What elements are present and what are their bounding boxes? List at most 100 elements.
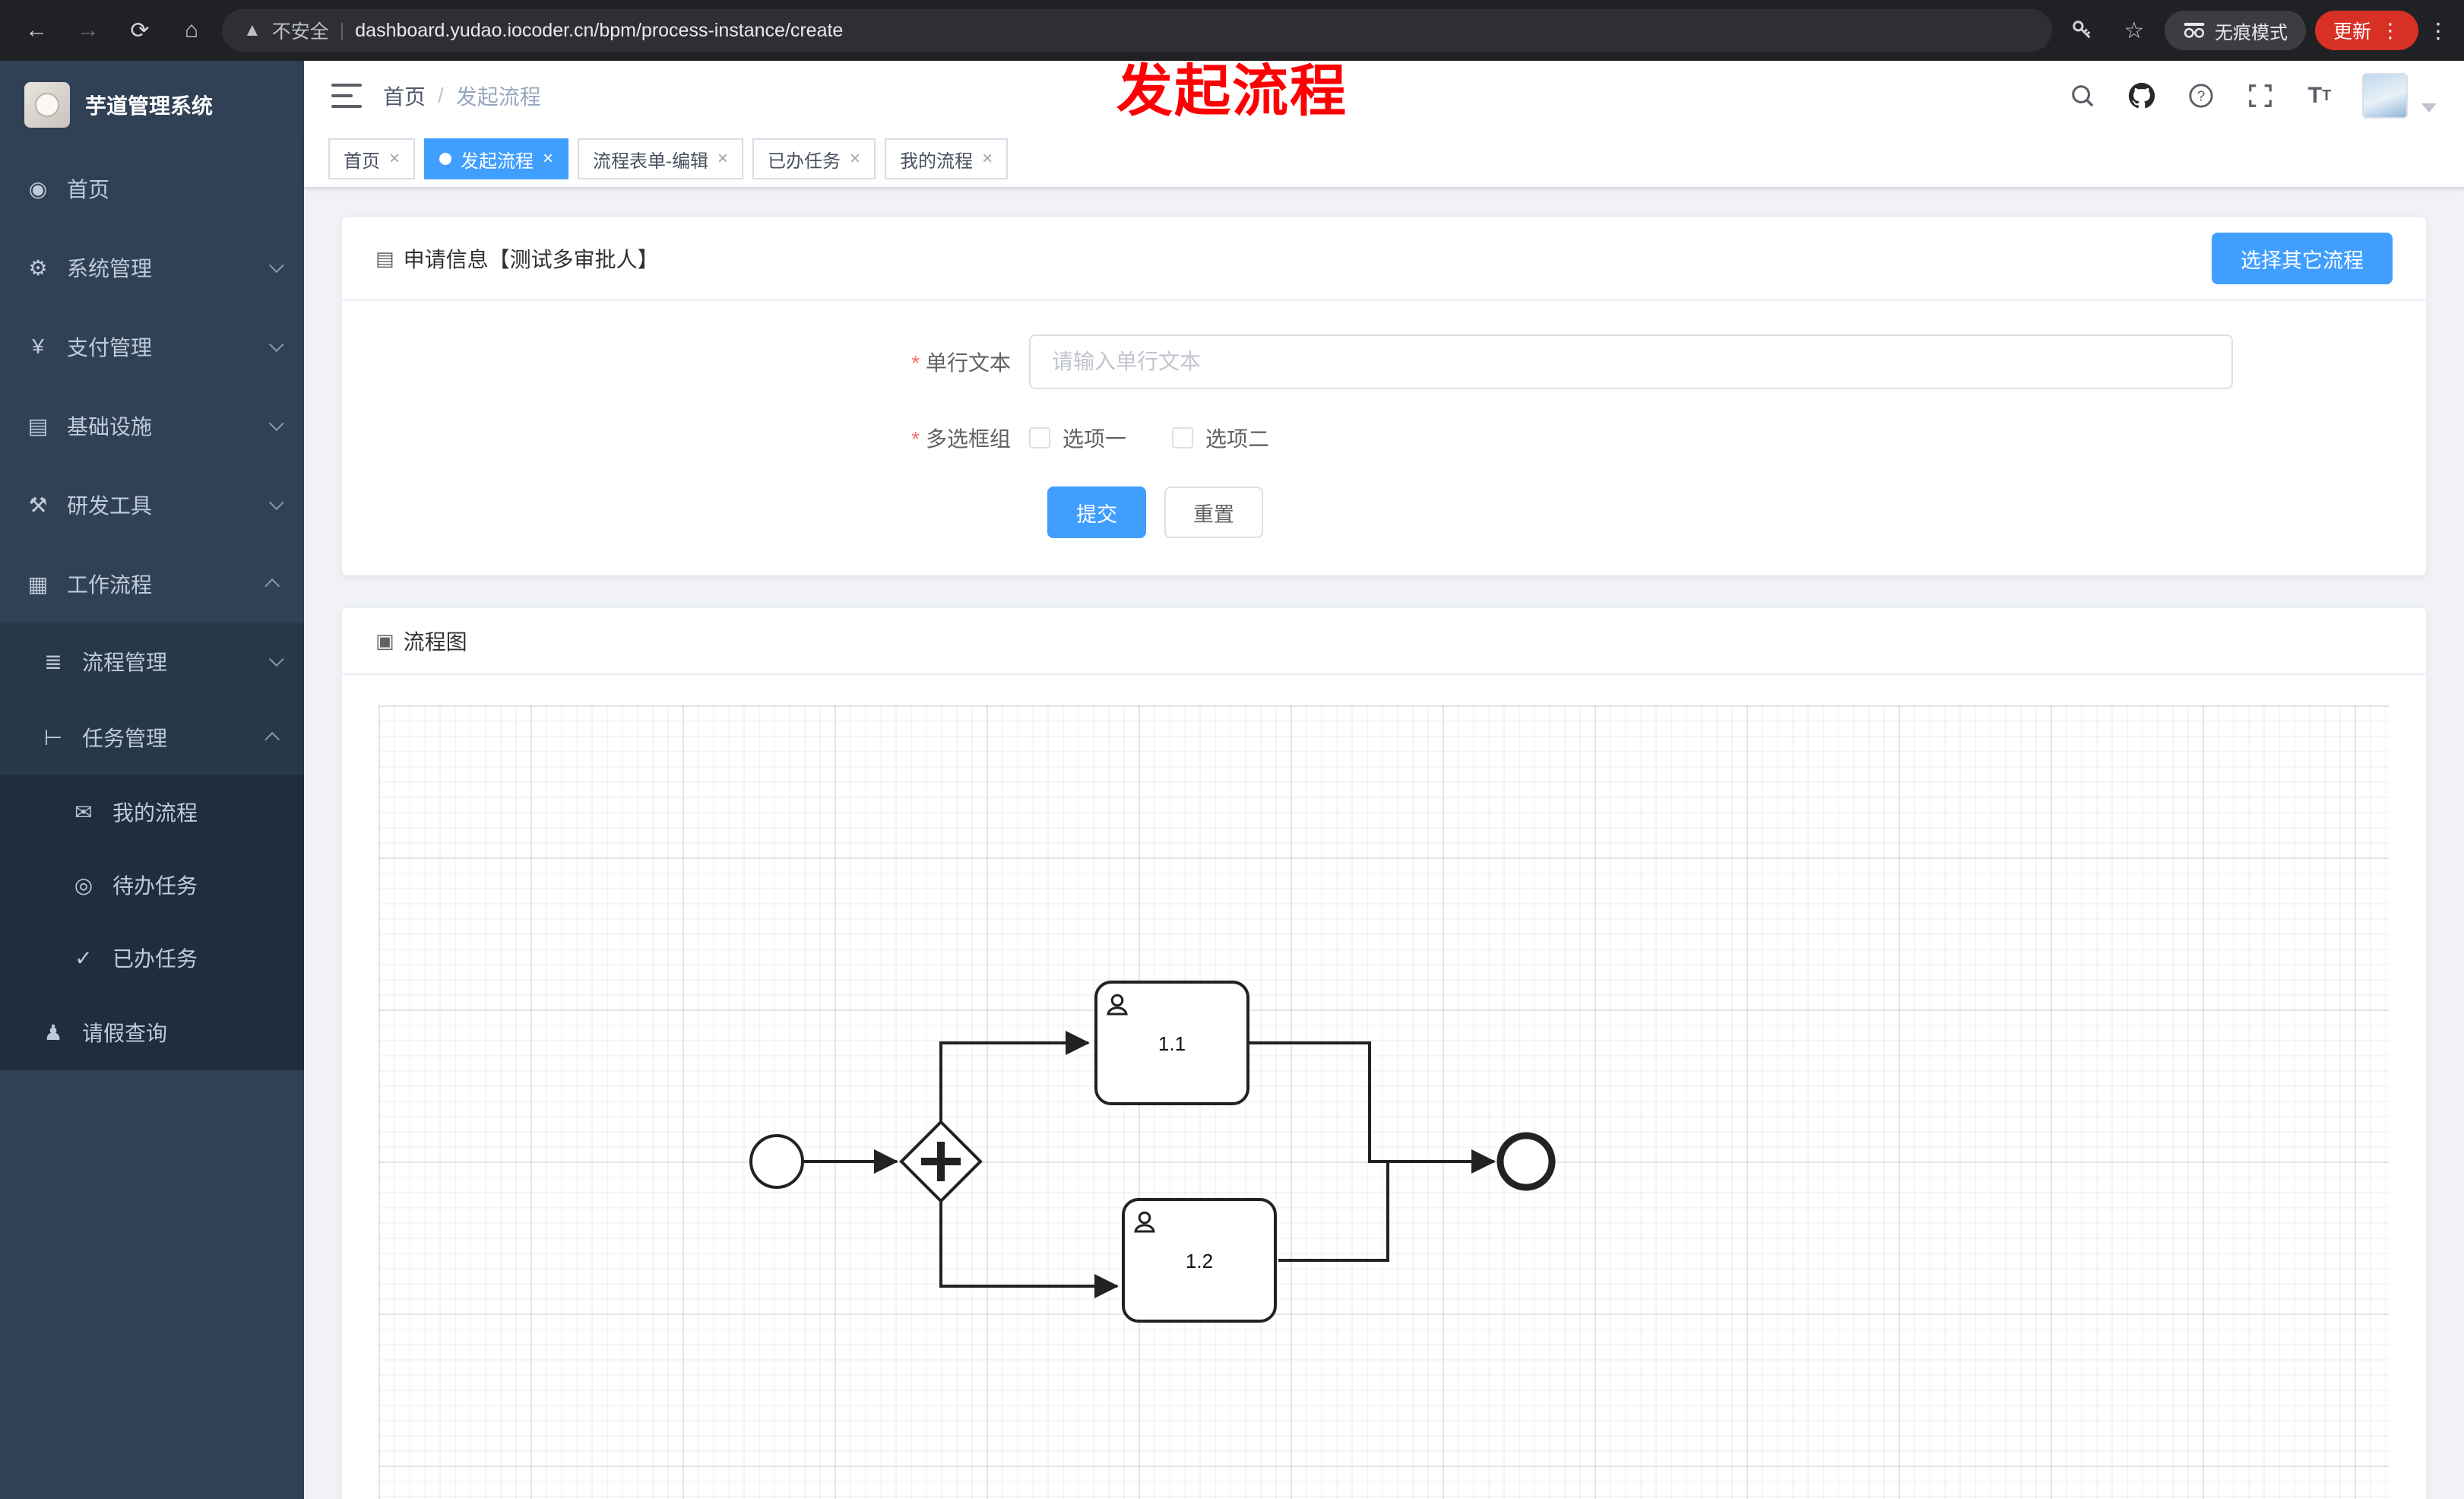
checkbox-option-2[interactable]: 选项二 — [1172, 423, 1269, 453]
select-other-process-button[interactable]: 选择其它流程 — [2212, 233, 2393, 284]
process-diagram-card: ▣ 流程图 — [340, 607, 2428, 1499]
card-title: ▤ 申请信息【测试多审批人】 — [375, 243, 659, 274]
sidebar-item-label: 基础设施 — [67, 415, 153, 439]
chrome-update-button[interactable]: 更新 ⋮ — [2314, 11, 2418, 50]
sidebar-item-leave-query[interactable]: ♟ 请假查询 — [0, 994, 304, 1070]
sidebar-item-label: 任务管理 — [82, 727, 168, 750]
checkbox-option-1[interactable]: 选项一 — [1029, 423, 1126, 453]
avatar-caret-icon[interactable] — [2421, 103, 2437, 113]
chevron-up-icon — [264, 578, 280, 594]
diagram-icon: ▣ — [375, 629, 394, 652]
reload-icon[interactable]: ⟳ — [130, 17, 150, 43]
diagram-title: 流程图 — [403, 630, 467, 654]
flow-gateway-to-task1 — [939, 1031, 1090, 1122]
reset-button[interactable]: 重置 — [1164, 486, 1263, 538]
required-asterisk: * — [911, 427, 920, 451]
sidebar-item-label: 待办任务 — [112, 874, 198, 898]
sidebar: 芋道管理系统 ◉ 首页 ⚙ 系统管理 ¥ 支付管理 ▤ 基础设施 — [0, 61, 304, 1499]
forward-icon[interactable]: → — [77, 17, 100, 43]
app-logo[interactable]: 芋道管理系统 — [0, 61, 304, 149]
url-text[interactable]: dashboard.yudao.iocoder.cn/bpm/process-i… — [355, 19, 844, 41]
sidebar-item-label: 已办任务 — [112, 947, 198, 971]
incognito-icon — [2184, 23, 2205, 38]
apply-form: *单行文本 *多选框组 — [342, 301, 2426, 575]
page-content: ▤ 申请信息【测试多审批人】 选择其它流程 *单行文本 — [304, 189, 2464, 1499]
key-icon[interactable] — [2061, 9, 2104, 52]
chat-icon: ✉ — [74, 800, 93, 824]
sidebar-item-infrastructure[interactable]: ▤ 基础设施 — [0, 386, 304, 465]
flow-task1-to-end — [1248, 1041, 1496, 1174]
checkbox-label: 选项一 — [1063, 427, 1127, 451]
tab-label: 我的流程 — [900, 151, 974, 172]
user-avatar[interactable] — [2362, 73, 2408, 119]
security-label[interactable]: 不安全 — [271, 21, 329, 43]
chevron-down-icon — [268, 416, 284, 432]
tab-label: 首页 — [344, 151, 380, 172]
infra-icon: ▤ — [27, 414, 49, 438]
close-icon[interactable]: × — [717, 148, 729, 169]
update-label: 更新 — [2333, 21, 2371, 43]
dashboard-icon: ◉ — [28, 176, 48, 201]
close-icon[interactable]: × — [389, 148, 401, 169]
tab-done-task[interactable]: 已办任务 × — [752, 138, 876, 179]
breadcrumb: 首页 / 发起流程 — [383, 81, 541, 111]
tab-label: 流程表单-编辑 — [593, 151, 709, 172]
sidebar-collapse-icon[interactable] — [331, 84, 362, 108]
tab-my-process[interactable]: 我的流程 × — [885, 138, 1009, 179]
logo-avatar — [24, 82, 70, 128]
breadcrumb-home[interactable]: 首页 — [383, 85, 426, 109]
sidebar-item-my-process[interactable]: ✉ 我的流程 — [0, 775, 304, 848]
search-icon[interactable] — [2066, 79, 2099, 113]
back-icon[interactable]: ← — [25, 17, 48, 43]
sidebar-item-process-mgmt[interactable]: ≣ 流程管理 — [0, 623, 304, 699]
checkbox-icon[interactable] — [1029, 427, 1050, 448]
github-icon[interactable] — [2125, 79, 2158, 113]
incognito-label: 无痕模式 — [2214, 22, 2288, 43]
close-icon[interactable]: × — [850, 148, 861, 169]
task-submenu: ✉ 我的流程 ◎ 待办任务 ✓ 已办任务 — [0, 775, 304, 994]
chevron-down-icon — [268, 495, 284, 511]
bookmark-star-icon[interactable]: ☆ — [2124, 17, 2145, 43]
start-event — [749, 1134, 804, 1189]
sidebar-item-label: 请假查询 — [82, 1022, 168, 1045]
submit-button[interactable]: 提交 — [1047, 486, 1146, 538]
apply-info-card: ▤ 申请信息【测试多审批人】 选择其它流程 *单行文本 — [340, 216, 2428, 576]
tab-create-process[interactable]: 发起流程 × — [424, 138, 569, 179]
tab-label: 发起流程 — [461, 151, 534, 172]
tools-icon: ⚒ — [28, 493, 48, 517]
tab-home[interactable]: 首页 × — [328, 138, 416, 179]
help-icon[interactable]: ? — [2184, 79, 2218, 113]
single-line-text-input[interactable] — [1029, 334, 2233, 389]
sidebar-item-label: 首页 — [67, 178, 110, 201]
sidebar-item-todo-task[interactable]: ◎ 待办任务 — [0, 848, 304, 921]
annotation-title: 发起流程 — [1116, 59, 1348, 122]
tags-view: 首页 × 发起流程 × 流程表单-编辑 × 已办任务 × 我的流程 — [304, 131, 2464, 189]
sidebar-item-home[interactable]: ◉ 首页 — [0, 149, 304, 228]
sidebar-item-payment[interactable]: ¥ 支付管理 — [0, 307, 304, 386]
app-title: 芋道管理系统 — [85, 94, 214, 118]
apply-info-title: 申请信息【测试多审批人】 — [403, 248, 659, 271]
task-label: 1.1 — [1158, 1032, 1186, 1055]
tab-form-edit[interactable]: 流程表单-编辑 × — [578, 138, 744, 179]
checkbox-label: 选项二 — [1205, 427, 1270, 451]
close-icon[interactable]: × — [982, 148, 993, 169]
fullscreen-icon[interactable] — [2244, 79, 2277, 113]
address-bar[interactable]: ▲ 不安全 | dashboard.yudao.iocoder.cn/bpm/p… — [222, 9, 2052, 52]
sidebar-item-workflow[interactable]: ▦ 工作流程 — [0, 544, 304, 623]
home-icon[interactable]: ⌂ — [184, 17, 199, 43]
browser-toolbar: ← → ⟳ ⌂ ▲ 不安全 | dashboard.yudao.iocoder.… — [0, 0, 2464, 61]
incognito-badge: 无痕模式 — [2164, 11, 2306, 50]
sidebar-item-task-mgmt[interactable]: ⊢ 任务管理 — [0, 699, 304, 775]
browser-menu-icon[interactable]: ⋮ — [2428, 18, 2449, 43]
bpmn-canvas[interactable]: 1.1 1.2 — [378, 705, 2390, 1499]
sidebar-item-label: 研发工具 — [67, 494, 153, 518]
close-icon[interactable]: × — [543, 148, 554, 169]
security-warning-icon: ▲ — [243, 20, 261, 40]
sidebar-item-done-task[interactable]: ✓ 已办任务 — [0, 921, 304, 994]
checkbox-icon[interactable] — [1172, 427, 1194, 448]
active-dot — [439, 153, 452, 165]
sidebar-item-system[interactable]: ⚙ 系统管理 — [0, 228, 304, 307]
document-icon: ▤ — [375, 246, 394, 270]
sidebar-item-devtools[interactable]: ⚒ 研发工具 — [0, 465, 304, 544]
